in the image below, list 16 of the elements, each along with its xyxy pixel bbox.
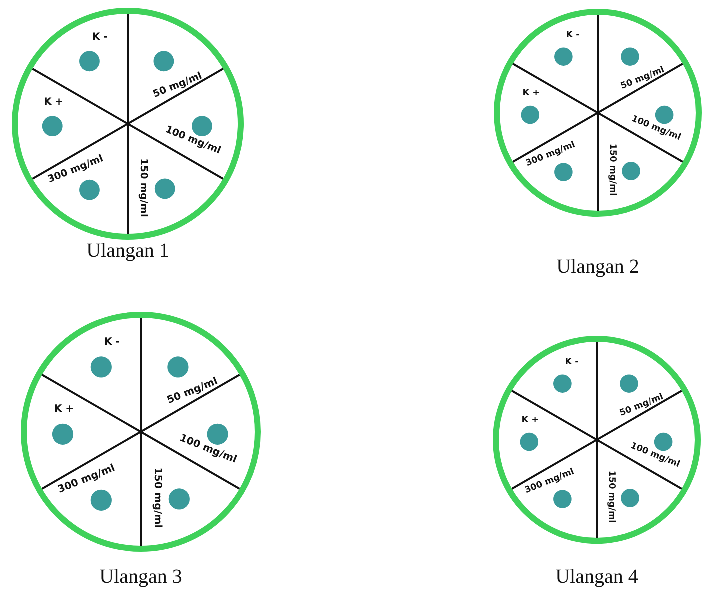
sector-label: K - (565, 358, 579, 368)
sector-label: K + (522, 416, 540, 426)
plate-caption: Ulangan 1 (86, 240, 170, 263)
sector-label: K - (104, 338, 120, 348)
sector-label: K - (92, 33, 108, 44)
sector-label: K + (522, 90, 540, 99)
sector-label: 150 mg/ml (152, 468, 162, 528)
sector-label: 150 mg/ml (607, 144, 616, 196)
sector-label: 150 mg/ml (138, 158, 148, 218)
sector-label: 150 mg/ml (606, 471, 615, 524)
plate-caption: Ulangan 3 (100, 566, 182, 589)
plate-caption: Ulangan 4 (556, 566, 638, 589)
plate-caption: Ulangan 2 (556, 256, 640, 279)
sector-label: K - (566, 32, 580, 40)
sector-label: K + (44, 98, 64, 108)
sector-label: K + (54, 405, 74, 416)
